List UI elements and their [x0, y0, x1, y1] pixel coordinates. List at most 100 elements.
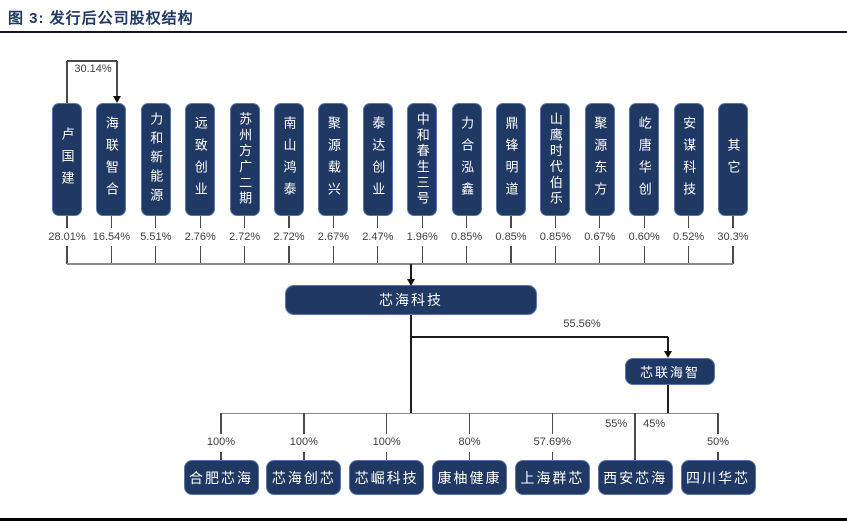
shareholder-box: 聚源载兴 — [318, 103, 349, 216]
shareholder-pct: 2.76% — [184, 231, 216, 243]
connector-line — [510, 216, 512, 228]
parent-company-box: 芯海科技 — [285, 285, 537, 315]
figure-title: 图 3: 发行后公司股权结构 — [8, 10, 194, 27]
connector-line — [554, 216, 557, 228]
connector-line — [667, 385, 669, 414]
connector-line — [66, 246, 68, 264]
connector-line — [155, 246, 157, 264]
connector-line — [332, 216, 335, 228]
connector-line — [303, 452, 305, 460]
shareholder-pct: 0.85% — [450, 231, 483, 243]
connector-line — [551, 452, 554, 460]
connector-line — [465, 246, 468, 264]
shareholder-box: 卢国建 — [52, 103, 82, 216]
shareholder-box: 南山鸿泰 — [274, 103, 304, 216]
connector-line — [717, 452, 719, 460]
shareholder-name: 远致创业 — [192, 115, 208, 204]
subsidiary-box: 四川华芯 — [680, 460, 756, 495]
connector-line — [411, 336, 668, 338]
connector-line — [66, 216, 68, 228]
shareholder-pct: 16.54% — [92, 231, 131, 243]
connector-line — [421, 246, 423, 264]
shareholder-name: 山鹰时代伯乐 — [547, 112, 563, 207]
shareholder-name: 屹唐华创 — [636, 115, 652, 204]
subsidiary-box: 上海群芯 — [514, 460, 590, 495]
connector-line — [377, 216, 379, 228]
subsidiary-box: 合肥芯海 — [183, 460, 259, 495]
connector-line — [385, 452, 388, 460]
connector-line — [410, 264, 412, 279]
shareholder-pct: 2.67% — [317, 231, 349, 243]
shareholder-pct: 0.52% — [672, 231, 705, 243]
shareholder-pct: 5.51% — [140, 231, 172, 243]
connector-line — [243, 246, 246, 264]
subsidiary-name: 芯海创芯 — [271, 469, 336, 486]
shareholder-box: 泰达创业 — [362, 103, 393, 216]
arrowhead-icon — [112, 96, 121, 103]
subsidiary-name: 上海群芯 — [520, 469, 585, 486]
shareholder-pct: 0.67% — [584, 231, 616, 243]
connector-line — [687, 216, 690, 228]
connector-line — [732, 246, 734, 264]
connector-line — [220, 452, 222, 460]
shareholder-pct: 1.96% — [406, 231, 438, 243]
shareholder-pct: 2.72% — [228, 231, 261, 243]
shareholder-pct: 2.72% — [273, 231, 305, 243]
subsidiary-pct: 57.69% — [533, 436, 571, 448]
shareholder-pct: 28.01% — [48, 231, 86, 243]
connector-line — [643, 216, 645, 228]
connector-line — [465, 216, 468, 228]
connector-line — [110, 216, 113, 228]
shareholder-name: 卢国建 — [59, 126, 75, 193]
shareholder-box: 远致创业 — [185, 103, 216, 216]
connector-line — [643, 246, 645, 264]
shareholder-pct: 0.60% — [628, 231, 660, 243]
subsidiary-pct: 100% — [289, 436, 318, 448]
title-rule — [0, 31, 847, 34]
shareholder-box: 力合泓鑫 — [451, 103, 482, 216]
subsidiary-name: 康柚健康 — [437, 469, 502, 486]
shareholder-box: 海联智合 — [96, 103, 127, 216]
subsidiary-box: 芯海创芯 — [266, 460, 342, 495]
shareholder-box: 中和春生三号 — [407, 103, 438, 216]
shareholder-pct: 2.47% — [362, 231, 394, 243]
shareholder-box: 其它 — [718, 103, 748, 216]
connector-line — [687, 246, 690, 264]
connector-line — [66, 61, 68, 103]
connector-line — [385, 413, 388, 434]
connector-line — [468, 413, 471, 434]
shareholder-pct: 0.85% — [539, 231, 571, 243]
arrowhead-icon — [663, 351, 672, 358]
cross-ownership-note: 30.14% — [74, 63, 112, 75]
connector-line — [303, 413, 305, 434]
shareholder-box: 山鹰时代伯乐 — [540, 103, 571, 216]
shareholder-box: 屹唐华创 — [629, 103, 660, 216]
connector-line — [717, 413, 719, 434]
connector-line — [67, 60, 117, 62]
connector-line — [155, 216, 157, 228]
subsidiary-pct-secondary: 45% — [643, 418, 666, 430]
subholding-name: 芯联海智 — [639, 365, 700, 380]
subsidiary-box: 西安芯海 — [597, 460, 673, 495]
footer-rule — [0, 518, 847, 521]
subsidiary-pct: 80% — [458, 436, 481, 448]
shareholder-name: 泰达创业 — [370, 115, 386, 204]
shareholder-name: 聚源载兴 — [325, 115, 341, 204]
shareholder-name: 中和春生三号 — [414, 112, 430, 207]
shareholder-name: 力和新能源 — [148, 112, 164, 207]
shareholder-box: 安谋科技 — [673, 103, 704, 216]
shareholder-pct: 0.85% — [495, 231, 527, 243]
connector-line — [634, 413, 636, 460]
parent-company-name: 芯海科技 — [379, 292, 443, 308]
shareholder-name: 苏州方广二期 — [237, 112, 253, 207]
shareholder-pct: 30.3% — [717, 231, 749, 243]
shareholder-name: 南山鸿泰 — [281, 115, 297, 204]
shareholder-name: 聚源东方 — [592, 115, 608, 204]
connector-line — [377, 246, 379, 264]
shareholder-name: 力合泓鑫 — [459, 115, 475, 204]
connector-line — [468, 452, 471, 460]
connector-line — [220, 413, 222, 434]
connector-line — [421, 216, 423, 228]
shareholder-box: 力和新能源 — [140, 103, 171, 216]
shareholder-name: 鼎锋明道 — [503, 115, 519, 204]
